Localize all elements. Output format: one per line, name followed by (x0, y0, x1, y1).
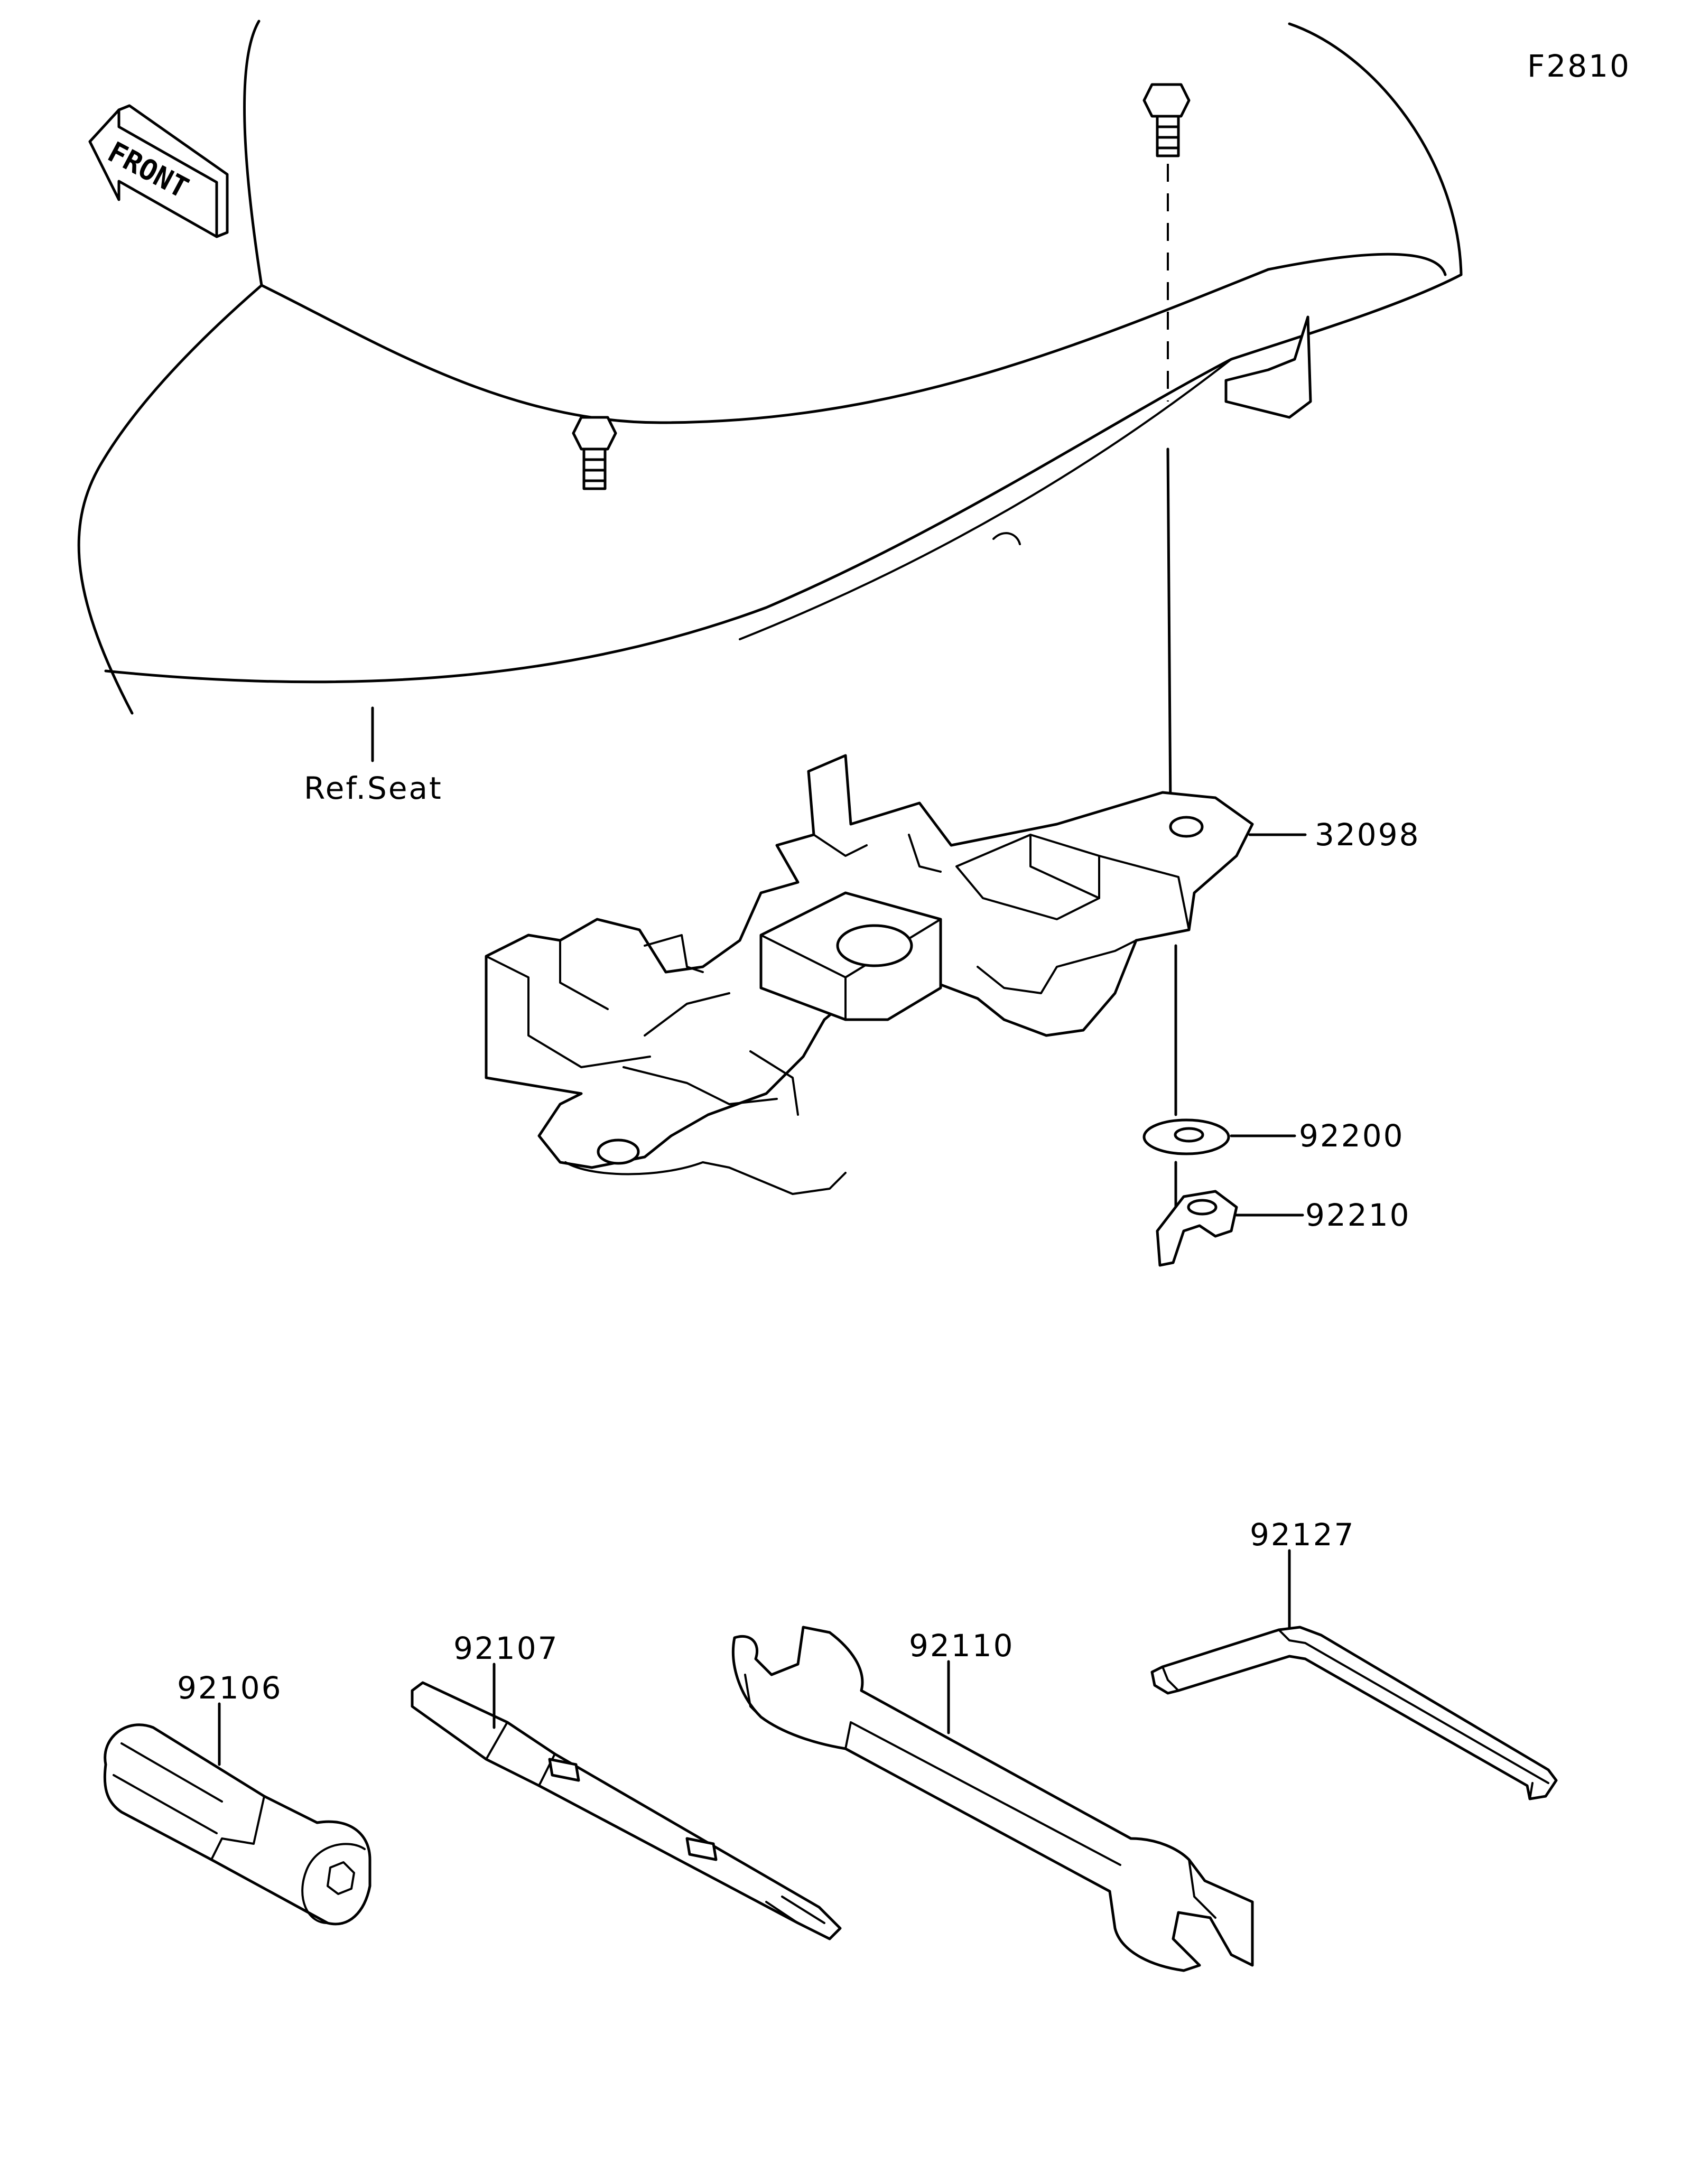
ref-seat-label: Ref.Seat (304, 770, 443, 806)
wrench-icon (732, 1626, 1254, 1972)
part-number-screwdriver: 92107 (453, 1630, 559, 1666)
screw-icon (572, 416, 617, 490)
part-number-tray: 32098 (1315, 817, 1420, 853)
wing-nut-icon (1156, 1190, 1238, 1267)
tool-tray (485, 754, 1254, 1195)
part-number-wing-nut: 92210 (1305, 1197, 1411, 1233)
part-number-hex-key: 92127 (1250, 1517, 1355, 1553)
front-arrow-icon: FRONT (88, 104, 229, 238)
washer-icon (1142, 1118, 1230, 1155)
part-number-key-handle: 92106 (177, 1670, 283, 1706)
key-handle-icon (103, 1723, 371, 1926)
screw-icon (1142, 83, 1191, 157)
part-number-washer: 92200 (1299, 1118, 1405, 1154)
hex-key-icon (1150, 1626, 1558, 1800)
figure-code: F2810 (1527, 48, 1631, 84)
seat-outline (77, 20, 1463, 715)
part-number-wrench: 92110 (909, 1628, 1015, 1664)
